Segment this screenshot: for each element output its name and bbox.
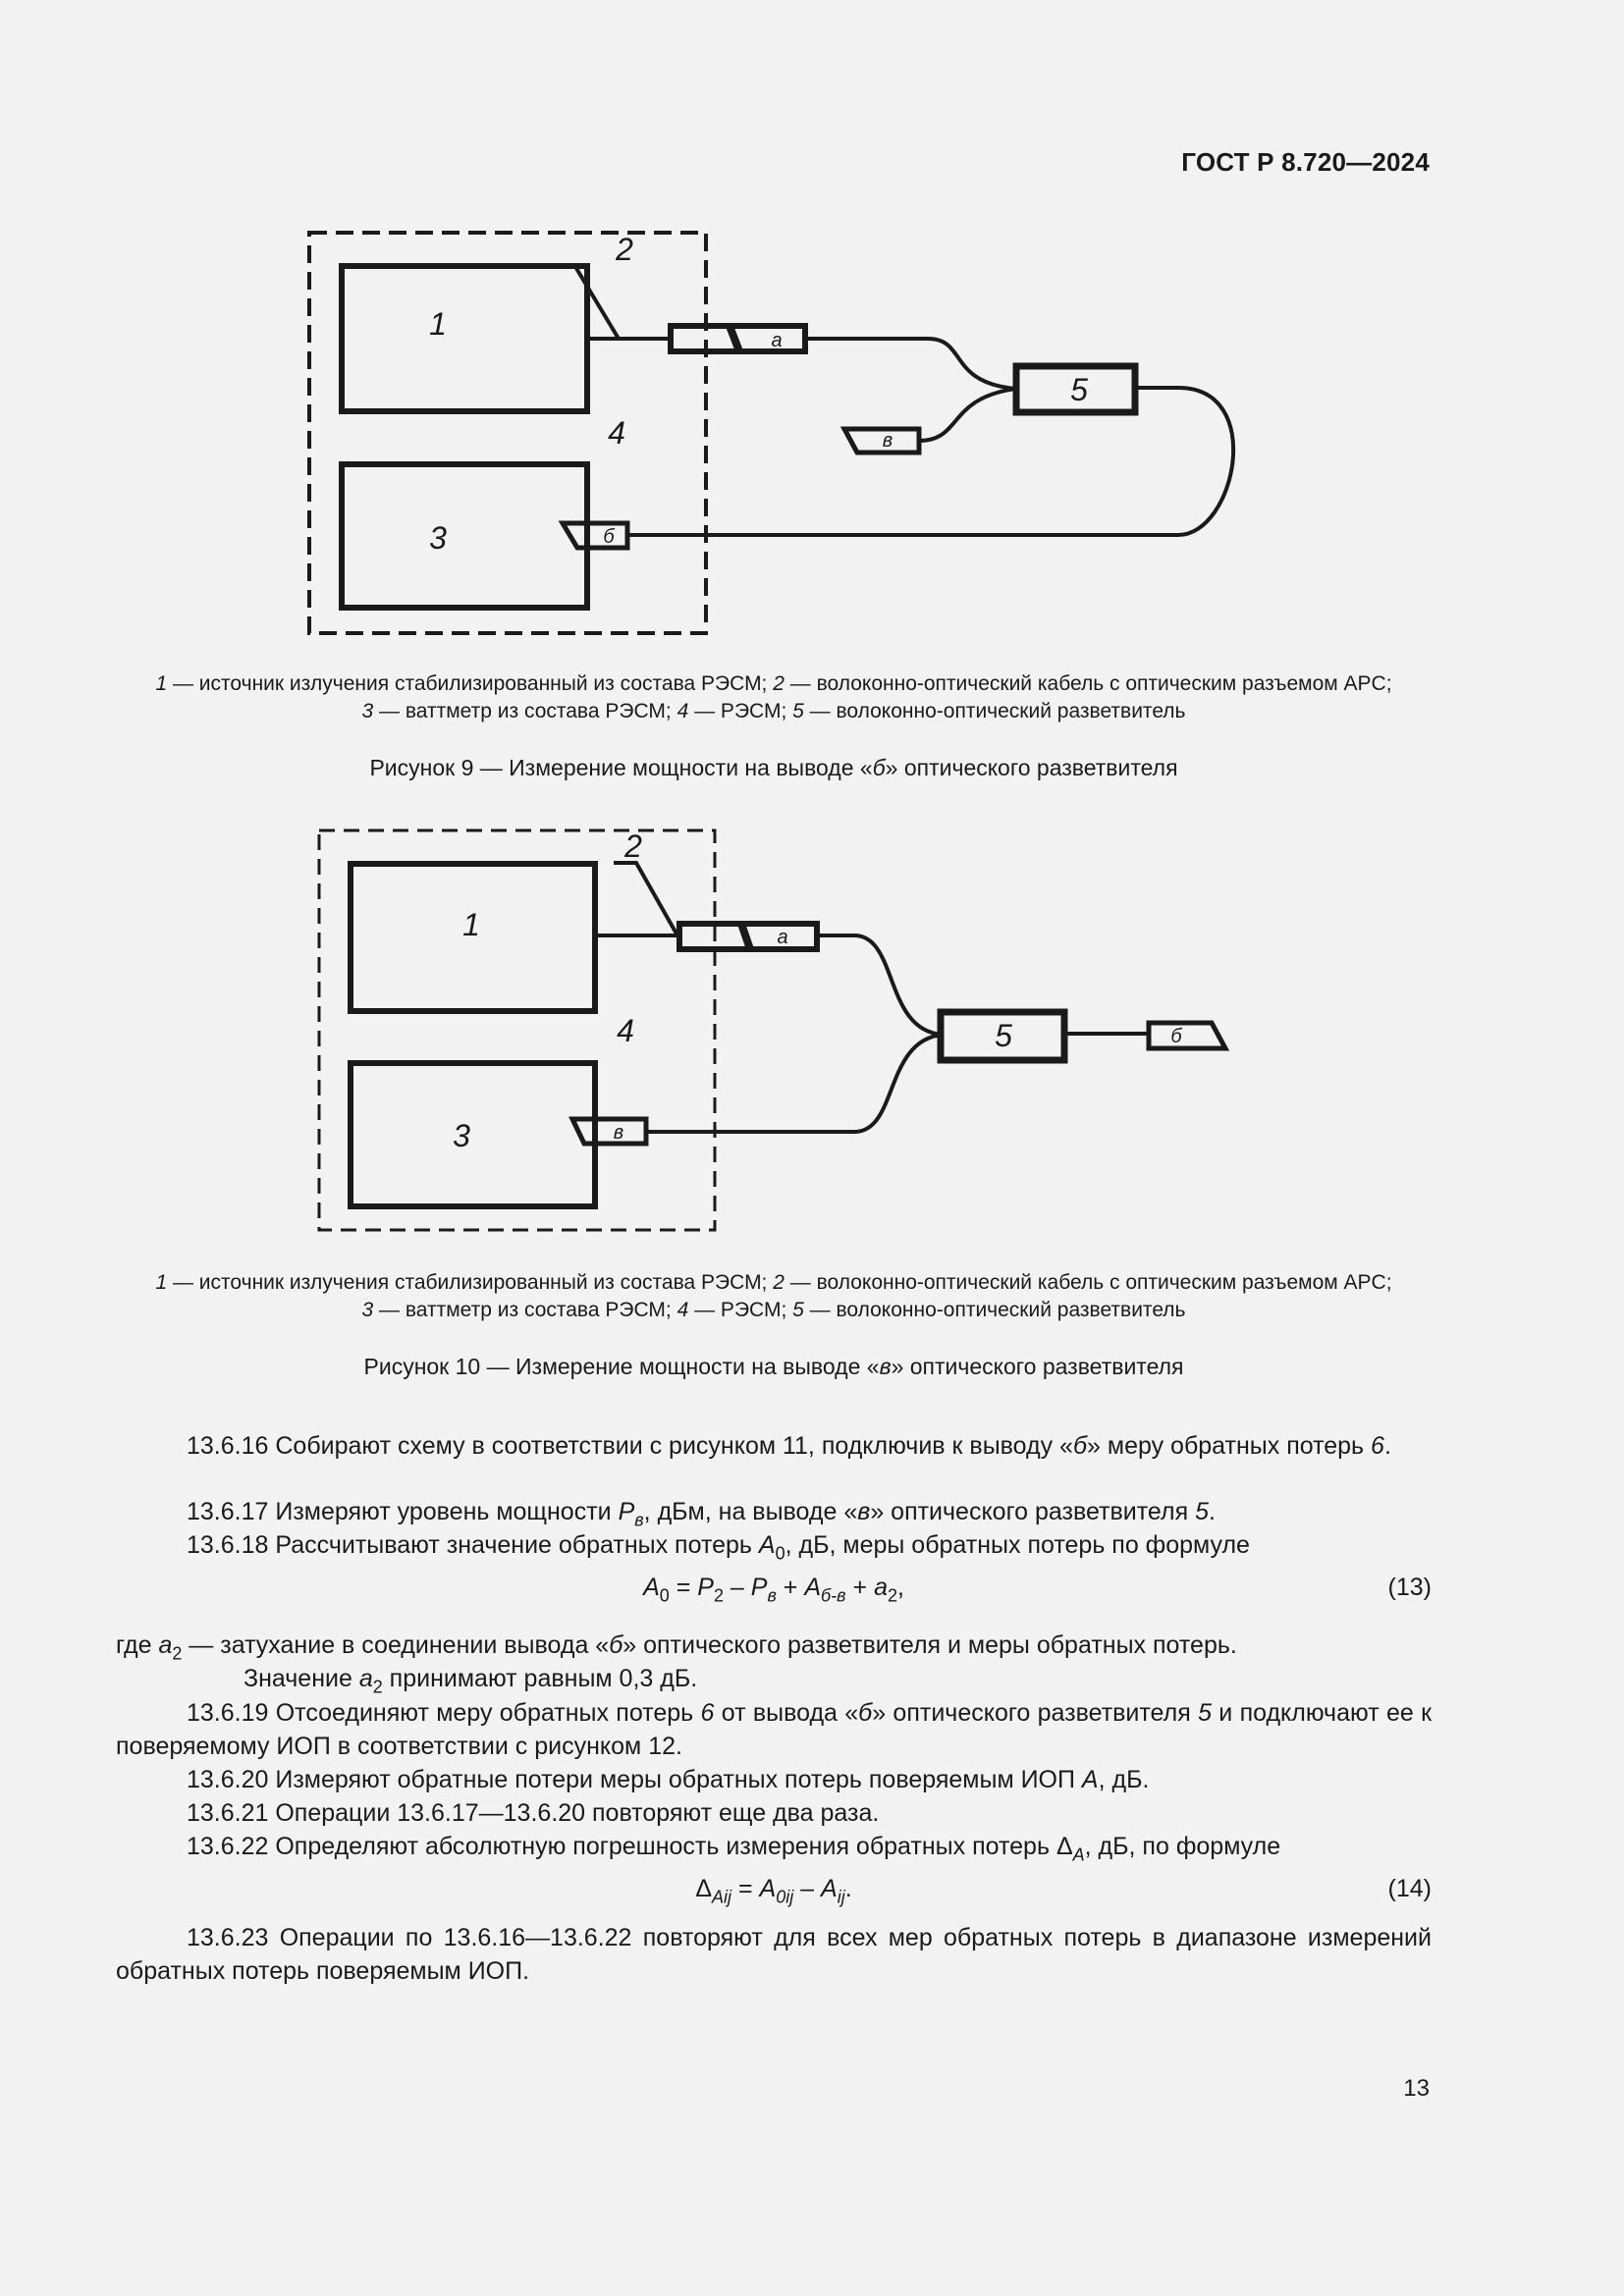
document-header-id: ГОСТ Р 8.720—2024: [1181, 147, 1430, 177]
connector-v: [839, 426, 922, 455]
block-splitter-5: [937, 1008, 1068, 1064]
formula-13-number: (13): [1387, 1574, 1432, 1601]
connector-v: [568, 1116, 649, 1147]
figure-9-caption: Рисунок 9 — Измерение мощности на выводе…: [369, 755, 1178, 780]
figure-9-legend: 1 — источник излучения стабилизированный…: [155, 672, 1392, 722]
paragraph-13-6-19: 13.6.19 Отсоединяют меру обратных потерь…: [116, 1699, 1433, 1760]
label-port-v: в: [883, 430, 893, 452]
label-5: 5: [1070, 372, 1088, 407]
formula-13-expression: A0 = P2 – Pв + Aб-в + a2,: [643, 1574, 904, 1606]
label-3: 3: [429, 520, 447, 556]
formula-13-where: где a2 — затухание в соединении вывода «…: [116, 1631, 1237, 1664]
dashed-boundary-resm: [317, 828, 717, 1232]
label-port-v: в: [614, 1122, 623, 1144]
paragraph-13-6-16: 13.6.16 Собирают схему в соответствии с …: [187, 1432, 1391, 1460]
paragraph-13-6-22: 13.6.22 Определяют абсолютную погрешност…: [187, 1833, 1281, 1865]
page-number: 13: [1403, 2075, 1430, 2102]
paragraph-13-6-18: 13.6.18 Рассчитывают значение обратных п…: [187, 1531, 1250, 1564]
label-port-b: б: [603, 526, 615, 548]
label-2: 2: [623, 828, 642, 864]
label-5: 5: [995, 1018, 1012, 1053]
figure-10-legend: 1 — источник излучения стабилизированный…: [155, 1271, 1392, 1321]
formula-14-expression: ΔAij = A0ij – Aij.: [695, 1875, 852, 1907]
label-port-a: а: [771, 330, 782, 351]
paragraph-13-6-20: 13.6.20 Измеряют обратные потери меры об…: [187, 1766, 1150, 1793]
dashed-boundary-resm: [307, 231, 708, 635]
label-port-a: а: [777, 927, 787, 948]
formula-14: ΔAij = A0ij – Aij. (14): [116, 1875, 1432, 1910]
figure-9-diagram: 1 2 3 4 5 а в б: [307, 231, 1236, 635]
leader-line-2: [614, 861, 679, 936]
formula-13: A0 = P2 – Pв + Aб-в + a2, (13): [116, 1574, 1432, 1609]
label-4: 4: [608, 415, 625, 451]
block-wattmeter: [348, 1060, 598, 1209]
formula-13-where-value: Значение a2 принимают равным 0,3 дБ.: [244, 1665, 698, 1697]
label-4: 4: [617, 1013, 634, 1048]
connector-b: [1146, 1020, 1230, 1051]
label-port-b: б: [1170, 1026, 1182, 1047]
label-1: 1: [462, 907, 480, 942]
block-wattmeter: [339, 461, 590, 611]
figure-10-diagram: 1 2 3 4 5 а в б: [317, 828, 1230, 1232]
label-3: 3: [453, 1118, 470, 1153]
paragraph-13-6-17: 13.6.17 Измеряют уровень мощности Pв, дБ…: [187, 1498, 1216, 1530]
label-1: 1: [429, 306, 447, 342]
label-2: 2: [615, 232, 633, 267]
formula-14-number: (14): [1387, 1875, 1432, 1902]
leader-line-2: [543, 263, 621, 341]
connector-b: [558, 520, 630, 551]
paragraph-13-6-23: 13.6.23 Операции по 13.6.16—13.6.22 повт…: [116, 1924, 1432, 1985]
figure-10-caption: Рисунок 10 — Измерение мощности на вывод…: [363, 1354, 1184, 1379]
paragraph-13-6-21: 13.6.21 Операции 13.6.17—13.6.20 повторя…: [187, 1799, 880, 1827]
